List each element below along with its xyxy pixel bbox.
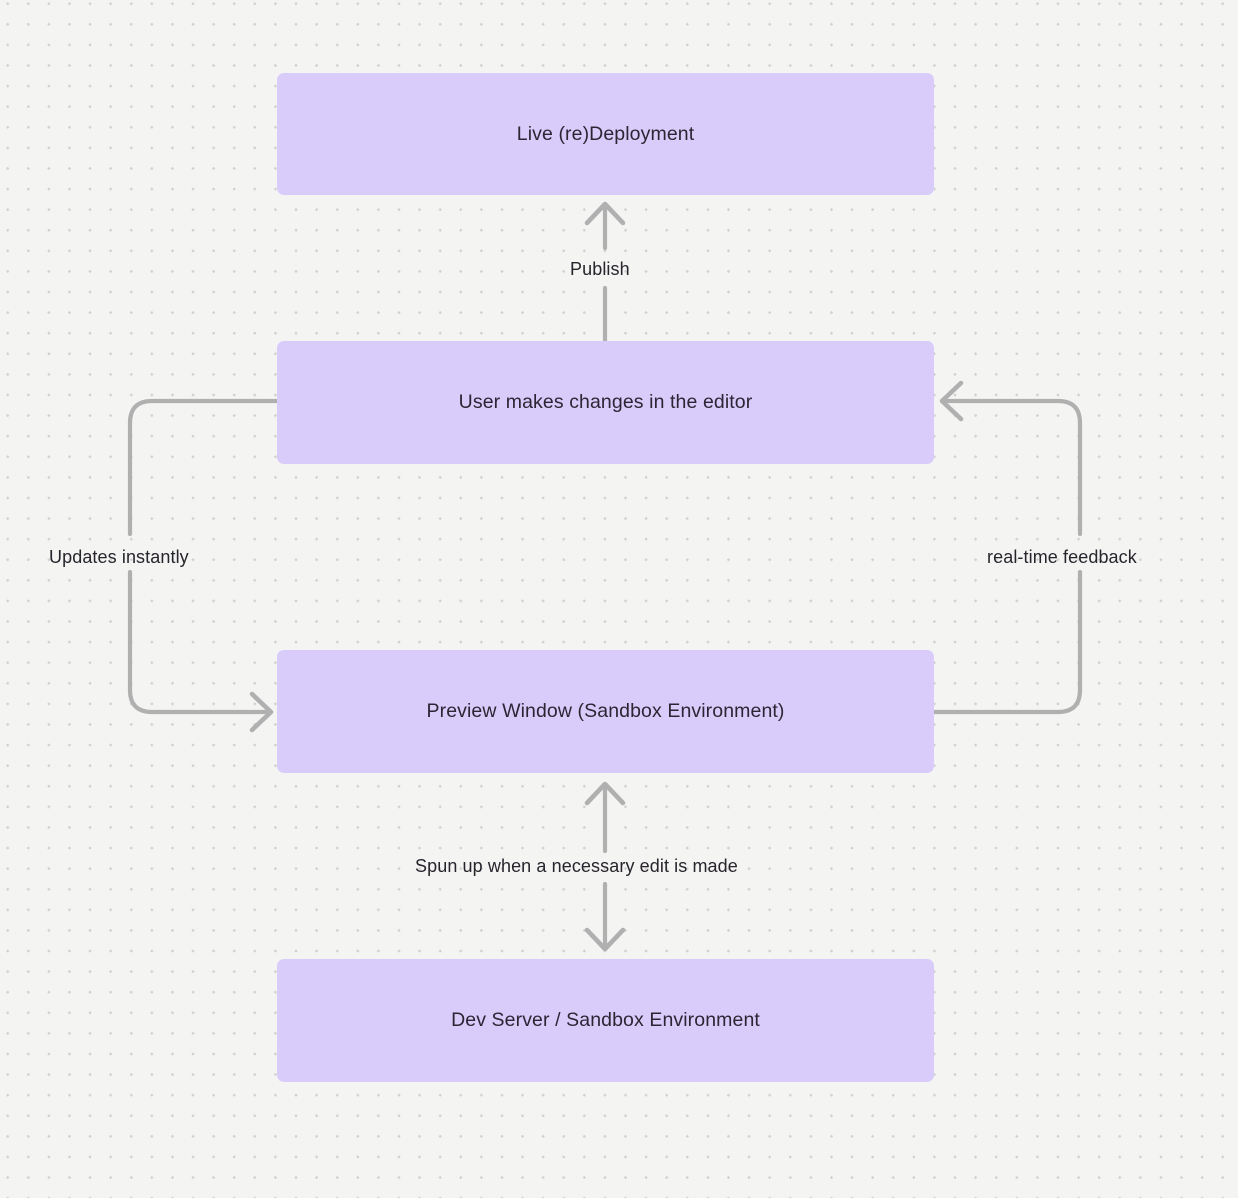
arrowhead-left-realtime <box>939 380 964 422</box>
edge-label-real-time-feedback: real-time feedback <box>987 547 1137 567</box>
node-label: Live (re)Deployment <box>516 122 695 145</box>
node-user-makes-changes[interactable]: User makes changes in the editor <box>277 341 934 464</box>
node-live-redeployment[interactable]: Live (re)Deployment <box>277 73 934 195</box>
arrowhead-down-spunup <box>584 927 626 952</box>
node-preview-window[interactable]: Preview Window (Sandbox Environment) <box>277 650 934 773</box>
arrowhead-right-updates <box>249 691 274 733</box>
arrowhead-up-publish <box>584 201 626 226</box>
node-label: User makes changes in the editor <box>458 391 753 414</box>
edge-label-spun-up: Spun up when a necessary edit is made <box>415 856 738 876</box>
edge-label-updates-instantly: Updates instantly <box>49 547 189 567</box>
arrowhead-up-spunup <box>584 781 626 806</box>
edge-label-publish: Publish <box>570 259 630 279</box>
node-label: Preview Window (Sandbox Environment) <box>426 700 785 723</box>
node-dev-server[interactable]: Dev Server / Sandbox Environment <box>277 959 934 1082</box>
node-label: Dev Server / Sandbox Environment <box>451 1009 760 1032</box>
